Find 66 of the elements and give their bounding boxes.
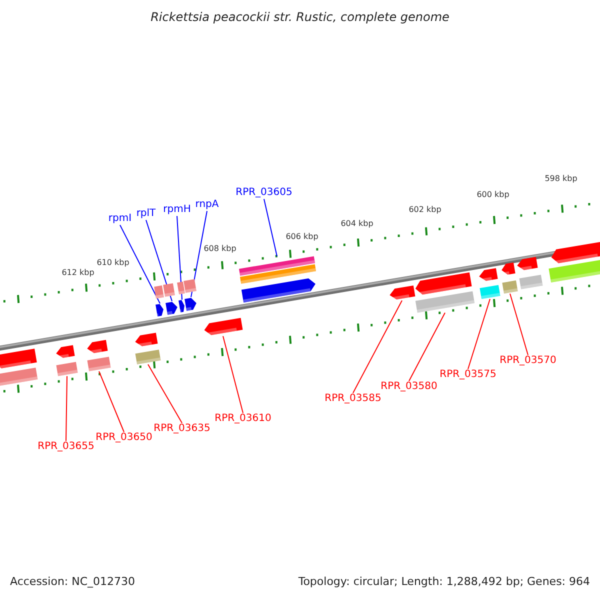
leader-line <box>408 312 446 382</box>
gene-label: rpmI <box>108 213 132 225</box>
gene-feature <box>87 356 111 372</box>
gene-feature <box>502 280 518 294</box>
leader-line <box>264 198 278 257</box>
gene-feature <box>56 362 78 376</box>
gene-feature <box>241 278 316 303</box>
leader-line <box>222 336 244 414</box>
gene-feature <box>519 274 543 290</box>
gene-label: RPR_03650 <box>96 432 152 444</box>
scale-label: 602 kbp <box>408 204 442 216</box>
gene-feature <box>238 256 316 276</box>
gene-feature <box>163 283 175 297</box>
gene-label: rnpA <box>195 199 219 211</box>
gene-feature <box>390 286 416 300</box>
leader-line <box>98 370 124 432</box>
scale-label: 612 kbp <box>62 267 94 279</box>
footer-text: Accession: NC_012730 <box>10 576 136 588</box>
gene-feature <box>517 256 538 272</box>
gene-feature <box>154 285 164 299</box>
gene-label: RPR_03585 <box>324 393 382 405</box>
gene-feature <box>135 350 161 364</box>
gene-feature <box>415 272 472 296</box>
gene-feature <box>178 300 184 312</box>
gene-feature <box>0 348 37 370</box>
gene-feature <box>548 260 600 282</box>
leader-line <box>66 376 68 442</box>
gene-feature <box>0 368 38 386</box>
gene-feature <box>502 262 516 276</box>
gene-feature <box>87 340 108 354</box>
gene-feature <box>184 279 196 293</box>
gene-label: RPR_03610 <box>214 413 272 425</box>
scale-label: 604 kbp <box>340 218 374 230</box>
gene-label: RPR_03570 <box>500 355 556 367</box>
leader-line <box>352 300 402 394</box>
gene-label: RPR_03575 <box>440 369 496 381</box>
gene-feature <box>56 345 75 359</box>
scale-label: 608 kbp <box>204 243 236 255</box>
gene-feature <box>135 332 158 348</box>
leader-line <box>510 293 528 356</box>
gene-label: rplT <box>136 208 156 220</box>
gene-label: RPR_03605 <box>236 187 292 199</box>
gene-feature <box>479 268 498 282</box>
scale-label: 610 kbp <box>96 257 130 269</box>
gene-feature <box>177 282 185 294</box>
leader-line <box>146 220 172 302</box>
footer-text: Topology: circular; Length: 1,288,492 bp; Genes: 964 <box>298 576 590 588</box>
gene-feature <box>415 291 475 313</box>
leader-line <box>176 216 182 300</box>
leader-line <box>190 210 208 298</box>
gene-feature <box>156 304 164 316</box>
scale-label: 600 kbp <box>476 189 510 201</box>
scale-label: 606 kbp <box>286 231 318 243</box>
leader-line <box>120 224 160 304</box>
title: Rickettsia peacockii str. Rustic, complete genome <box>150 11 450 23</box>
leader-line <box>468 298 490 370</box>
gene-label: rpmH <box>163 204 191 216</box>
gene-feature <box>551 242 600 264</box>
gene-label: RPR_03635 <box>154 423 210 435</box>
gene-label: RPR_03655 <box>38 441 94 453</box>
leader-line <box>148 364 182 424</box>
gene-feature <box>204 318 243 336</box>
gene-label: RPR_03580 <box>380 381 438 393</box>
scale-label: 598 kbp <box>544 173 578 185</box>
gene-feature <box>240 264 316 284</box>
gene-feature <box>480 285 500 299</box>
